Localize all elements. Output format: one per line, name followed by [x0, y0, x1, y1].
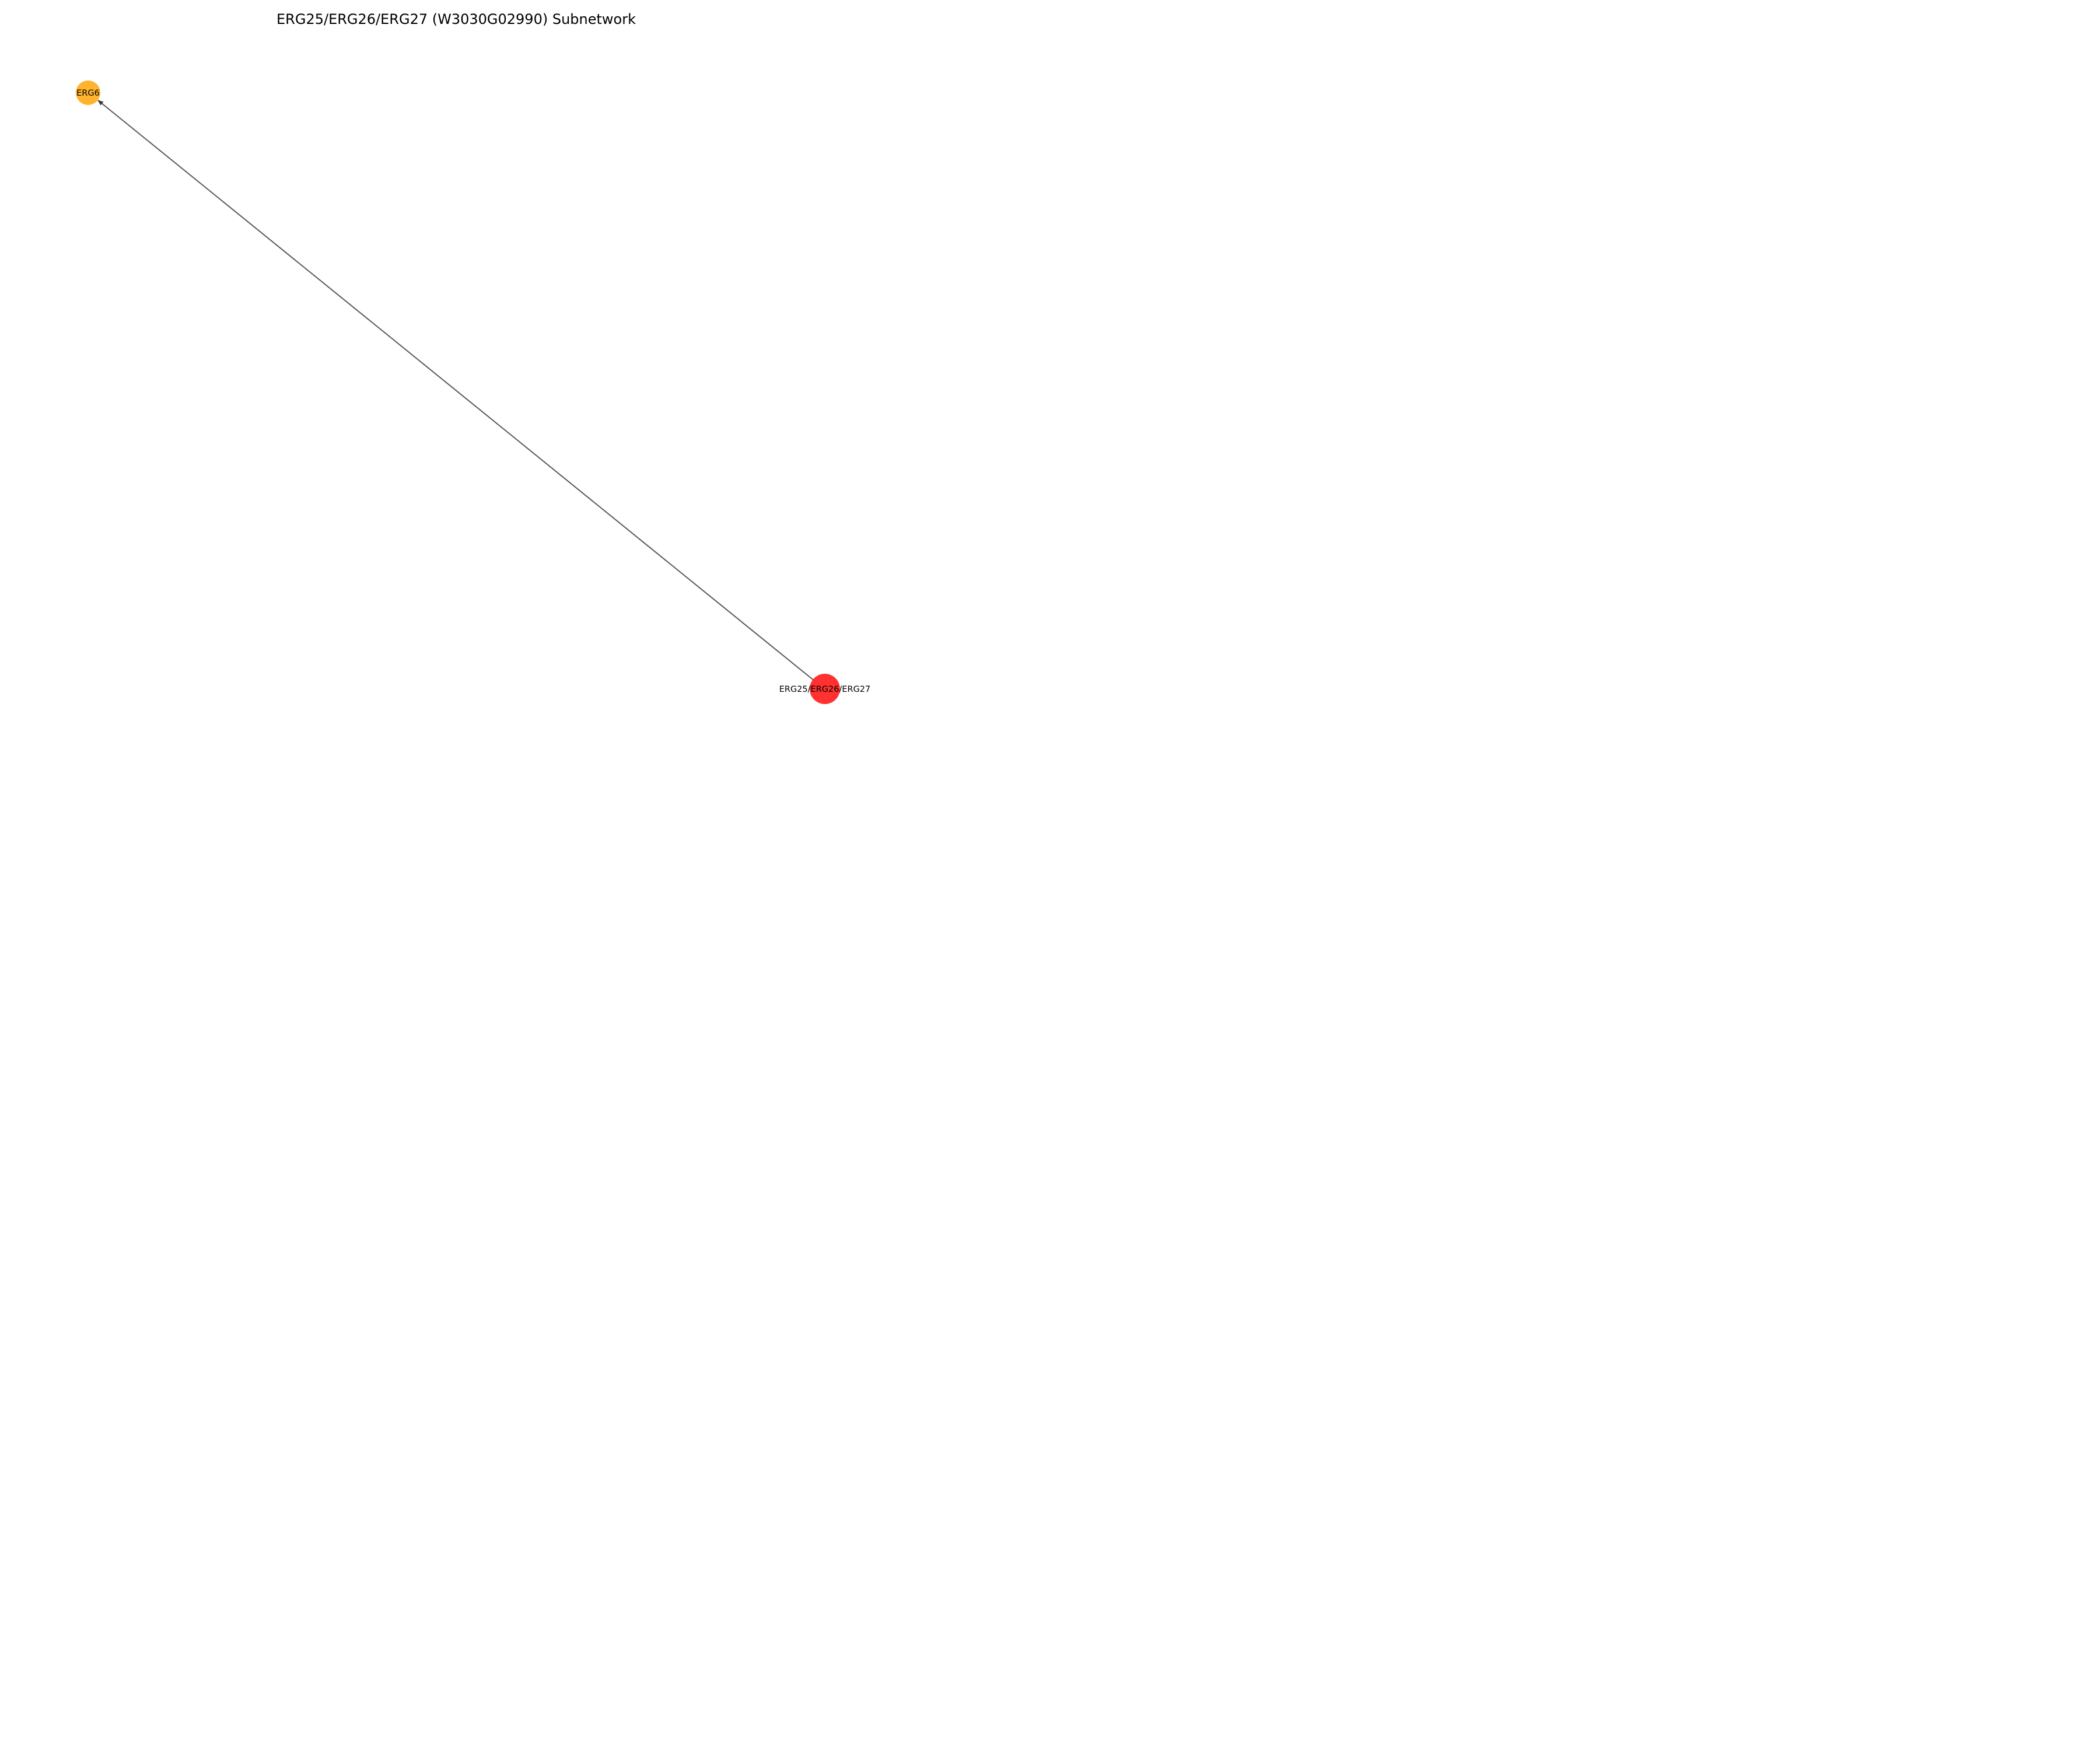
node-erg25-erg26-erg27 — [810, 674, 840, 704]
edge-erg25-to-erg6 — [97, 100, 815, 681]
node-label-erg25-erg26-erg27: ERG25/ERG26/ERG27 — [779, 685, 871, 694]
diagram-title: ERG25/ERG26/ERG27 (W3030G02990) Subnetwo… — [276, 11, 636, 27]
node-label-erg6: ERG6 — [76, 89, 100, 98]
node-erg6 — [76, 80, 100, 105]
network-diagram: ERG25/ERG26/ERG27 (W3030G02990) Subnetwo… — [76, 11, 871, 704]
